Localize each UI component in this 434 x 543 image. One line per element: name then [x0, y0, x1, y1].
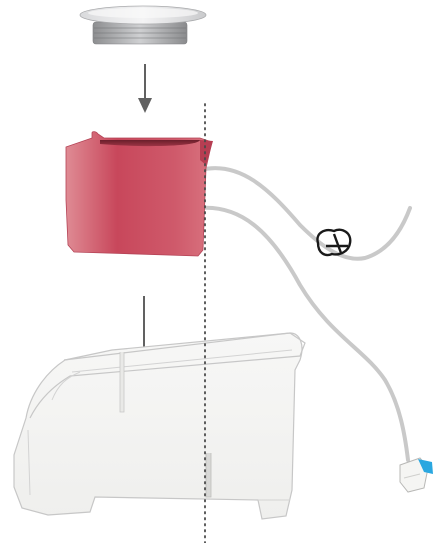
machine-base-icon	[13, 332, 306, 520]
hose-icon	[198, 166, 412, 462]
screw-cap-icon	[79, 5, 207, 45]
hose-clip-icon	[316, 228, 352, 257]
down-arrow-icon	[138, 64, 152, 113]
reservoir-cup-icon	[65, 131, 213, 257]
quick-connector-icon	[399, 457, 433, 493]
